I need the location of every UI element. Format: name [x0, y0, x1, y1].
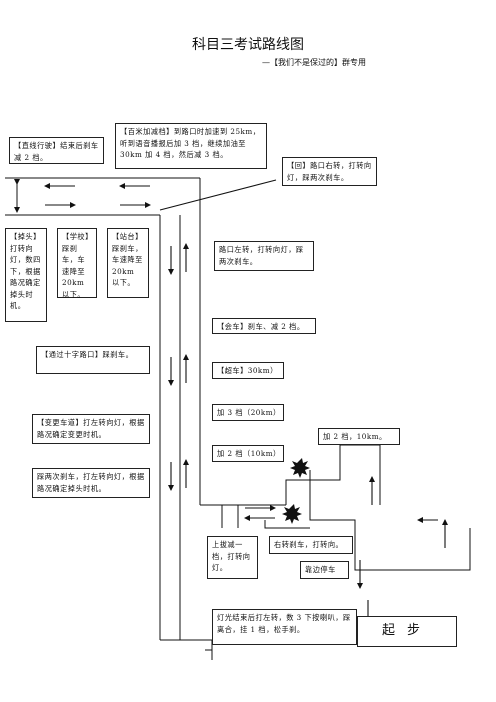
- box-gear3: 加 3 档（20km）: [212, 404, 284, 421]
- box-meet-car: 【会车】刹车、减 2 档。: [212, 318, 316, 334]
- box-uturn: 【掉头】打转向灯，数四下，根据路况确定掉头时机。: [5, 228, 47, 322]
- box-right-brake: 右转刹车，打转向。: [269, 536, 353, 554]
- box-lights-end: 灯光结束后打左转，数 3 下按喇叭，踩离合，挂 1 档，松手刹。: [212, 609, 357, 645]
- pointer-turn-back: [159, 179, 277, 211]
- box-bus-stop: 【站台】踩刹车，车速降至 20km 以下。: [107, 228, 149, 298]
- box-turn-back: 【回】路口右转，打转向灯，踩两次刹车。: [282, 157, 377, 186]
- start-box: 起步: [357, 616, 457, 647]
- box-straight-end: 【直线行驶】结束后刹车减 2 档。: [9, 137, 104, 164]
- road-loop-inner: [309, 470, 471, 571]
- page-subtitle: —【我们不是保过的】群专用: [262, 58, 366, 67]
- box-park: 靠边停车: [300, 561, 349, 579]
- box-start-up: 上拔减一档，打转向灯。: [207, 536, 258, 579]
- page-title: 科目三考试路线图: [192, 37, 304, 53]
- road-bottom-left: [160, 639, 213, 660]
- road-corner-vertical: [285, 444, 381, 505]
- box-school: 【学校】踩刹车，车速降至 20km 以下。: [57, 228, 97, 299]
- box-cross-intersection: 【通过十字路口】踩刹车。: [36, 346, 150, 374]
- box-gear2-10: 加 2 档（10km）: [212, 445, 284, 462]
- road-loop-outer: [264, 520, 310, 529]
- box-accel-decel: 【百米加减档】到路口时加速到 25km，听到语音播报后加 3 档，继续加油至 3…: [115, 123, 267, 169]
- box-gear2-right: 加 2 档，10km。: [318, 428, 400, 445]
- box-left-turn: 路口左转，打转向灯，踩两次刹车。: [214, 241, 314, 271]
- box-overtake: 【超车】30km）: [212, 362, 284, 379]
- box-brake-uturn: 踩两次刹车，打左转向灯，根据路况确定掉头时机。: [32, 468, 150, 498]
- box-lane-change: 【变更车道】打左转向灯，根据路况确定变更时机。: [32, 414, 150, 444]
